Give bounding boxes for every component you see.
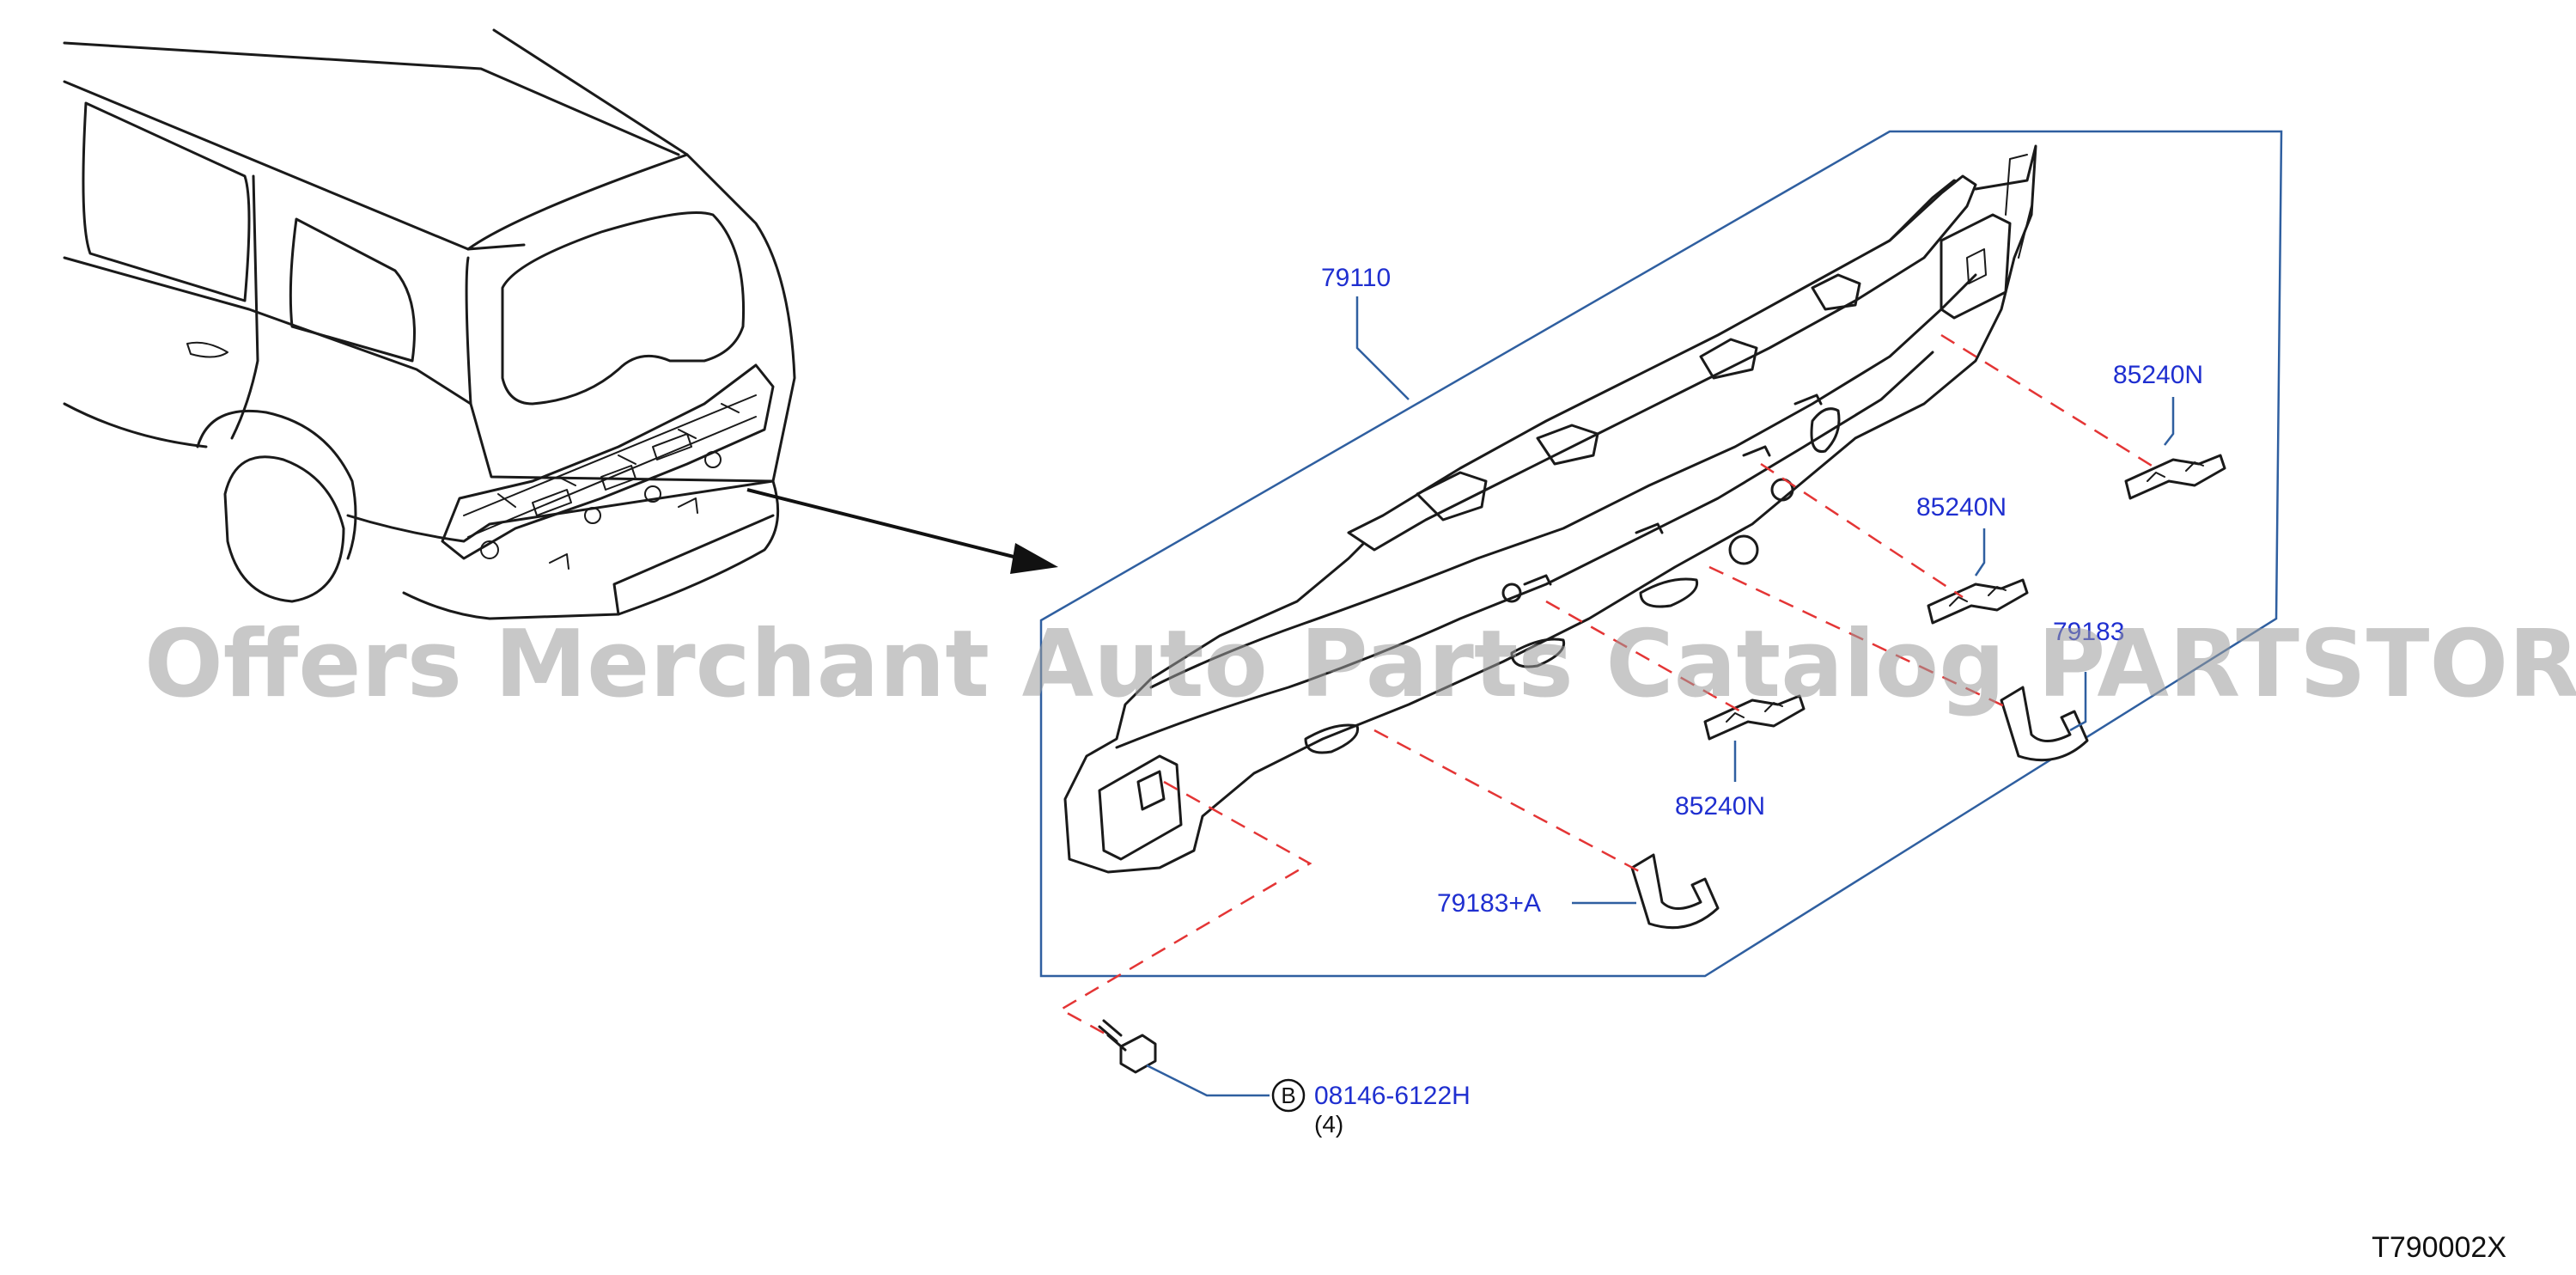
bolt-badge-letter: B xyxy=(1281,1083,1295,1108)
clip-lower-part xyxy=(1703,694,1806,741)
watermark-text: Offers Merchant Auto Parts Catalog PARTS… xyxy=(144,611,2576,718)
clip-middle-part xyxy=(1927,578,2029,625)
callout-79183: 79183 xyxy=(2053,618,2124,646)
bolt-quantity: (4) xyxy=(1314,1111,1343,1138)
bracket-right-part xyxy=(2000,686,2089,762)
callout-85240n-lower: 85240N xyxy=(1675,792,1765,821)
callout-85240n-upper: 85240N xyxy=(2113,361,2203,389)
bolt-part xyxy=(1098,1019,1157,1074)
callout-79110: 79110 xyxy=(1321,264,1391,292)
vehicle-overview xyxy=(63,28,796,620)
rear-panel-part xyxy=(1063,144,2037,874)
assembly-lines xyxy=(1058,333,2157,1037)
callout-08146-6122h: 08146-6122H xyxy=(1314,1082,1471,1110)
detail-frame xyxy=(1039,130,2283,978)
leader-lines xyxy=(1146,296,2175,1097)
clip-upper-right-part xyxy=(2124,454,2226,500)
diagram-code: T790002X xyxy=(2372,1231,2506,1264)
bolt-badge-circle xyxy=(1271,1078,1306,1113)
pointer-arrow xyxy=(746,488,1058,574)
bolt-callout: B 08146-6122H (4) xyxy=(1271,1078,1471,1138)
callout-79183-a: 79183+A xyxy=(1437,889,1541,918)
bracket-lower-part xyxy=(1630,853,1720,930)
callout-85240n-middle: 85240N xyxy=(1916,493,2007,522)
